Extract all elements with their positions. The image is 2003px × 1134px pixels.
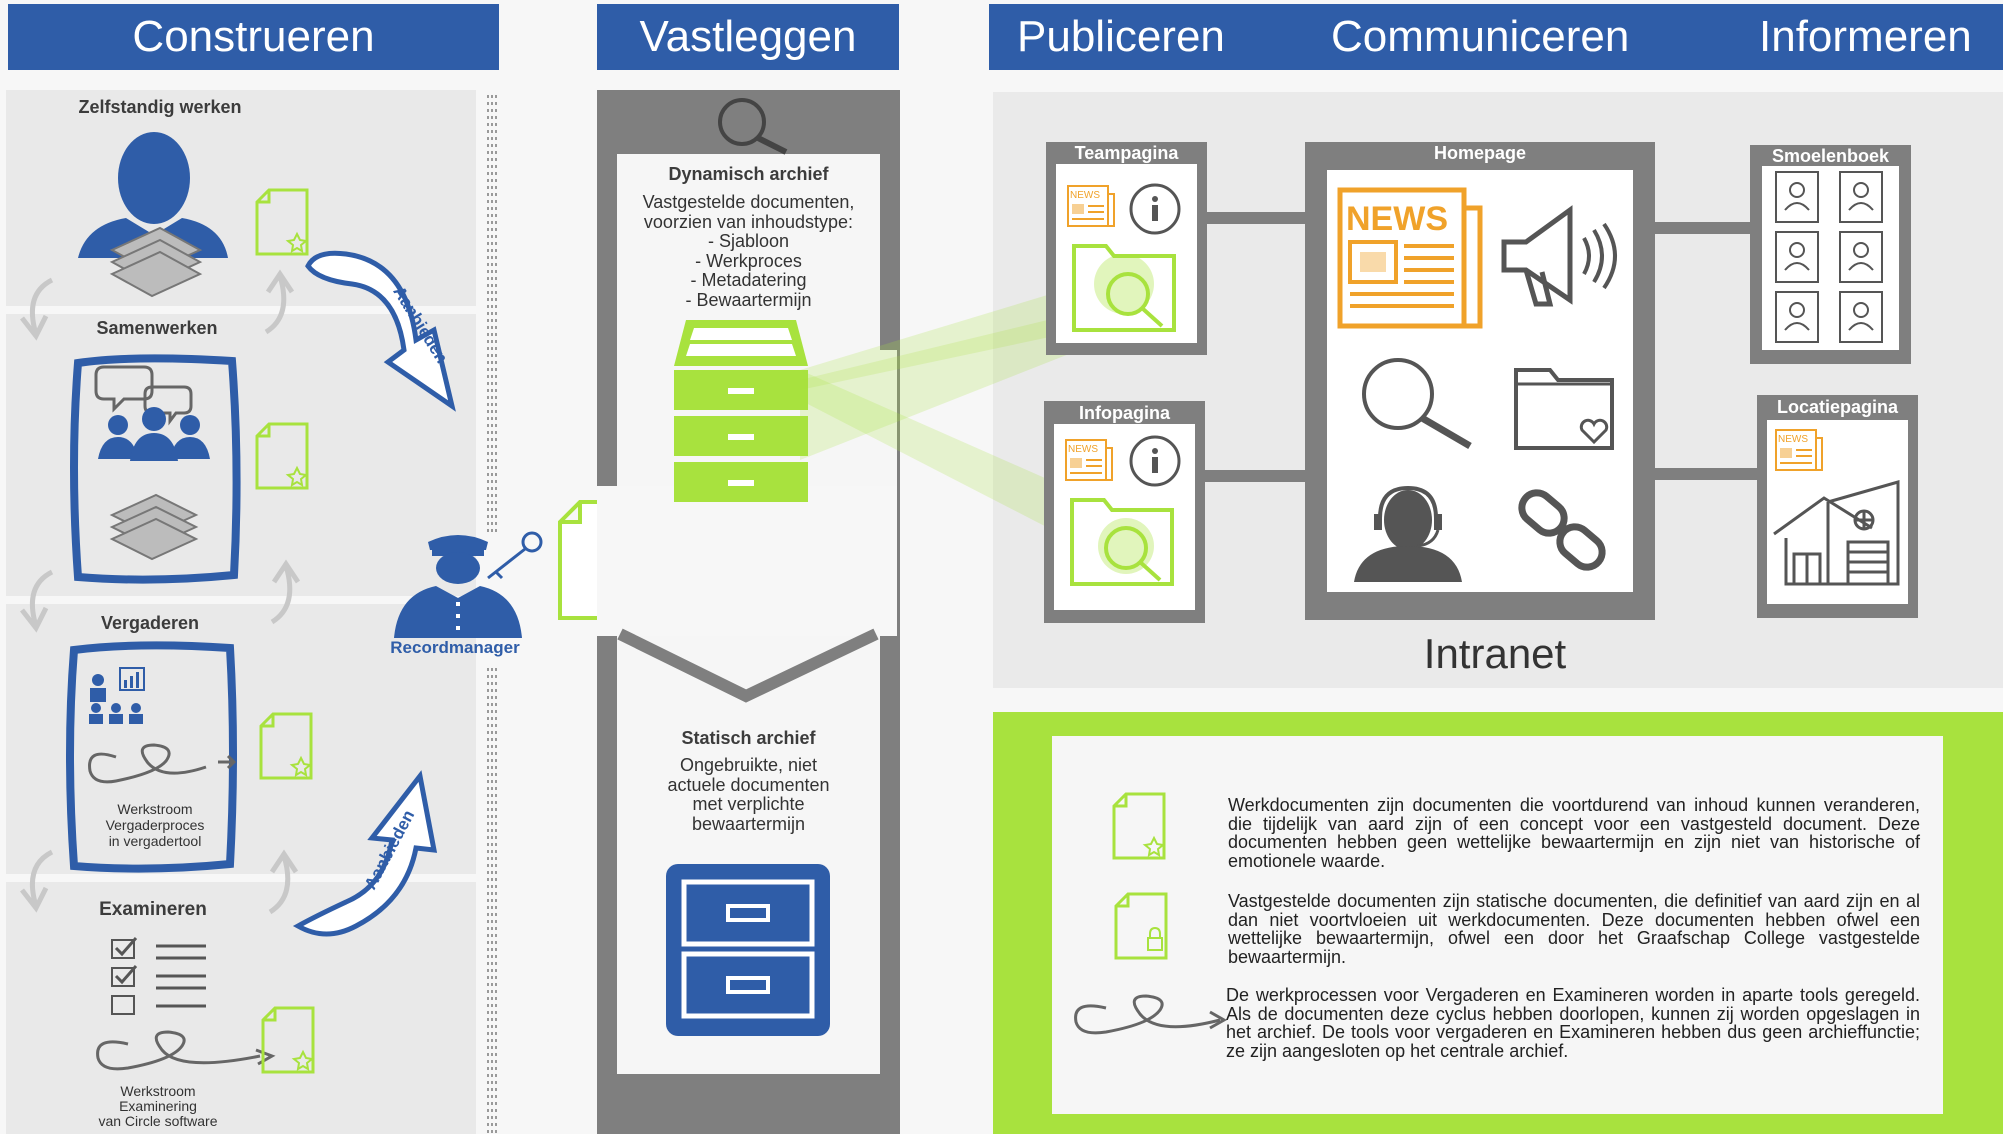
checklist-icon bbox=[111, 937, 206, 1015]
statisch-line: bewaartermijn bbox=[691, 813, 806, 834]
search-icon bbox=[718, 98, 788, 155]
dynamisch-line: - Metadatering bbox=[690, 270, 807, 290]
news-small-text: NEWS bbox=[1778, 434, 1808, 445]
dynamisch-line: - Werkproces bbox=[695, 250, 802, 271]
homepage-label: Homepage bbox=[1433, 143, 1527, 163]
meeting-frame-icon bbox=[66, 641, 237, 873]
statisch-archief-description: Ongebruikte, niet actuele documenten met… bbox=[617, 755, 880, 834]
workflow-squiggle-icon bbox=[96, 1030, 276, 1071]
legend-werkprocessen: De werkprocessen voor Vergaderen en Exam… bbox=[1226, 985, 1920, 1061]
archive-gap bbox=[610, 486, 897, 636]
examineren-label: Examineren bbox=[99, 899, 207, 920]
header-vastleggen: Vastleggen bbox=[597, 4, 899, 70]
cycle-arrow-icon bbox=[20, 277, 54, 341]
dynamisch-line: Vastgestelde documenten, bbox=[642, 192, 855, 212]
cycle-arrow-icon bbox=[270, 559, 301, 625]
search-large-icon bbox=[1362, 358, 1472, 450]
header-vastleggen-label: Vastleggen bbox=[639, 12, 857, 61]
vergaderen-label: Vergaderen bbox=[100, 613, 200, 633]
dashed-separator bbox=[487, 95, 497, 1134]
legend-werkdocumenten: Werkdocumenten zijn documenten die voort… bbox=[1228, 795, 1920, 871]
folder-heart-icon bbox=[1514, 368, 1614, 450]
connector-home-smoelenboek bbox=[1653, 222, 1751, 234]
cycle-arrow-icon bbox=[268, 849, 299, 915]
locked-document-icon bbox=[1114, 892, 1168, 960]
archive-chevron bbox=[617, 628, 879, 703]
dynamisch-archief-description: Vastgestelde documenten, voorzien van in… bbox=[617, 192, 880, 310]
infopagina-label: Infopagina bbox=[1079, 403, 1170, 423]
werkstroom-examinering-line2: Examinering bbox=[119, 1098, 197, 1114]
dynamisch-line: - Bewaartermijn bbox=[685, 289, 812, 310]
news-small-text: NEWS bbox=[1070, 190, 1100, 201]
teampagina-label: Teampagina bbox=[1074, 143, 1179, 163]
news-small-text: NEWS bbox=[1068, 444, 1098, 455]
dynamisch-line: - Sjabloon bbox=[707, 231, 790, 251]
werkstroom-vergader-line1: Werkstroom bbox=[117, 801, 193, 817]
info-icon bbox=[1129, 183, 1181, 235]
folder-search-icon bbox=[1072, 244, 1176, 332]
statisch-line: actuele documenten bbox=[667, 774, 830, 795]
newspaper-icon: NEWS bbox=[1337, 187, 1483, 329]
connector-info-home bbox=[1203, 470, 1307, 482]
samenwerken-label: Samenwerken bbox=[96, 318, 218, 338]
building-icon bbox=[1773, 480, 1900, 586]
header-communiceren-label: Communiceren bbox=[1331, 12, 1630, 61]
zelfstandig-panel bbox=[6, 90, 476, 306]
aanbieden-arrow-up bbox=[292, 770, 438, 937]
werkstroom-vergader-line2: Vergaderproces bbox=[105, 817, 205, 833]
werkstroom-examinering-line3: van Circle software bbox=[98, 1113, 218, 1129]
recordmanager-label: Recordmanager bbox=[390, 638, 520, 657]
link-icon bbox=[1518, 489, 1606, 571]
smoelenboek-inner bbox=[1762, 166, 1899, 350]
cycle-arrow-icon bbox=[20, 849, 54, 913]
folder-search-icon bbox=[1070, 498, 1174, 586]
news-icon: NEWS bbox=[1775, 429, 1823, 471]
work-document-icon bbox=[255, 188, 309, 256]
werkstroom-examinering-label: Werkstroom Examinering van Circle softwa… bbox=[76, 1084, 240, 1129]
header-publiceren-group: Publiceren Communiceren Informeren bbox=[989, 4, 2003, 70]
header-informeren-label: Informeren bbox=[1759, 12, 1972, 61]
connector-team-home bbox=[1205, 212, 1307, 224]
cycle-arrow-icon bbox=[264, 269, 295, 335]
file-cabinet-open-icon bbox=[674, 320, 808, 502]
header-construeren: Construeren bbox=[8, 4, 499, 70]
werkstroom-vergader-label: Werkstroom Vergaderproces in vergadertoo… bbox=[80, 801, 230, 849]
header-construeren-label: Construeren bbox=[132, 12, 375, 61]
werkstroom-examinering-line1: Werkstroom bbox=[120, 1083, 196, 1099]
work-document-icon bbox=[1112, 792, 1166, 860]
locatiepagina-label: Locatiepagina bbox=[1776, 397, 1899, 417]
work-document-icon bbox=[255, 422, 309, 490]
work-document-icon bbox=[259, 712, 313, 780]
statisch-line: met verplichte bbox=[692, 794, 805, 814]
legend-inner bbox=[1052, 736, 1943, 1114]
news-icon: NEWS bbox=[1067, 185, 1115, 227]
team-chat-icon bbox=[70, 354, 241, 584]
newspaper-title: NEWS bbox=[1346, 200, 1448, 238]
legend-vastgestelde: Vastgestelde documenten zijn statische d… bbox=[1228, 891, 1920, 967]
news-icon: NEWS bbox=[1065, 439, 1113, 481]
smoelenboek-label: Smoelenboek bbox=[1771, 146, 1890, 166]
examineren-panel bbox=[6, 882, 476, 1134]
intranet-label: Intranet bbox=[1423, 630, 1567, 677]
recordmanager-icon bbox=[394, 531, 543, 638]
werkstroom-vergader-line3: in vergadertool bbox=[108, 833, 202, 849]
profile-grid-icon bbox=[1775, 171, 1883, 343]
zelfstandig-label: Zelfstandig werken bbox=[78, 97, 242, 117]
header-publiceren-label: Publiceren bbox=[1017, 12, 1225, 61]
dynamisch-line: voorzien van inhoudstype: bbox=[643, 211, 854, 232]
statisch-line: Ongebruikte, niet bbox=[679, 755, 818, 775]
cycle-arrow-icon bbox=[20, 569, 54, 633]
statisch-archief-title: Statisch archief bbox=[681, 728, 816, 748]
info-icon bbox=[1129, 435, 1181, 487]
file-cabinet-closed-icon bbox=[666, 864, 830, 1036]
connector-home-locatie bbox=[1653, 468, 1757, 480]
support-agent-icon bbox=[1354, 485, 1462, 582]
person-icon bbox=[78, 132, 228, 298]
dynamisch-archief-title: Dynamisch archief bbox=[668, 164, 829, 184]
work-document-icon bbox=[261, 1006, 315, 1074]
aanbieden-arrow-down bbox=[305, 250, 456, 412]
megaphone-icon bbox=[1501, 205, 1617, 307]
workflow-squiggle-icon bbox=[1074, 994, 1228, 1035]
archive-gap-left bbox=[597, 486, 617, 636]
